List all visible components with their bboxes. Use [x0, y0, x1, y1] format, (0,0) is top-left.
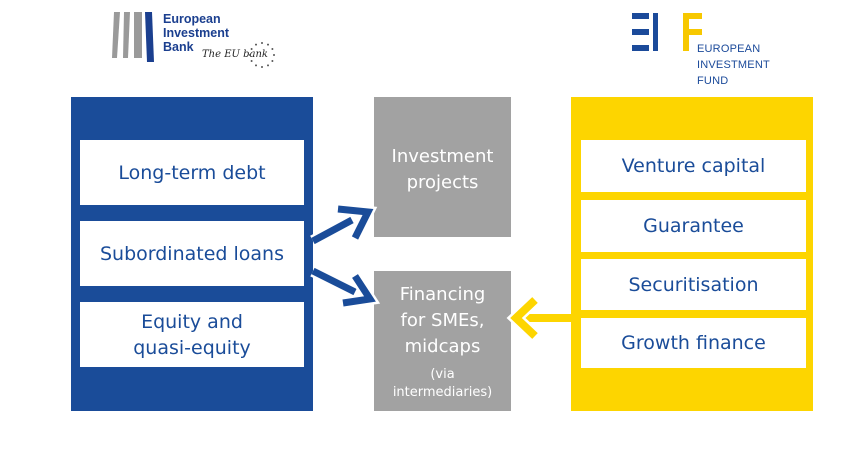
eib-product-label: quasi-equity: [133, 336, 251, 359]
arrow-to-investment-projects-icon: [310, 203, 378, 247]
eu-stars-icon: [249, 42, 275, 68]
eib-product-label: Long-term debt: [118, 161, 266, 184]
eif-product-label: Guarantee: [643, 215, 744, 237]
eib-name-line: European: [163, 12, 221, 26]
eif-name-line: EUROPEAN: [697, 43, 761, 55]
eib-logo: European Investment Bank The EU bank: [112, 10, 282, 72]
eif-name: EUROPEAN INVESTMENT FUND: [697, 41, 770, 89]
investment-projects-label: projects: [406, 172, 479, 193]
eib-products-panel: Long-term debt Subordinated loans Equity…: [71, 97, 313, 411]
sme-financing-label: Financing: [399, 284, 486, 305]
eif-name-line: FUND: [697, 75, 729, 87]
eib-product-label: Equity and: [141, 310, 243, 333]
sme-financing-note: (via: [430, 367, 455, 382]
sme-financing-label: midcaps: [404, 336, 481, 357]
eif-products-panel: Venture capital Guarantee Securitisation…: [571, 97, 813, 411]
eib-product-long-term-debt: Long-term debt: [80, 140, 304, 205]
eib-product-subordinated-loans: Subordinated loans: [80, 221, 304, 286]
eif-product-label: Growth finance: [621, 332, 766, 354]
arrow-to-sme-financing-icon: [310, 265, 381, 309]
eif-product-guarantee: Guarantee: [581, 200, 806, 252]
investment-projects-box: Investment projects: [374, 97, 511, 237]
eif-logo-mark-icon: [632, 13, 702, 51]
eif-name-line: INVESTMENT: [697, 59, 770, 71]
sme-financing-note: intermediaries): [392, 385, 493, 400]
sme-financing-box: Financing for SMEs, midcaps (via interme…: [374, 271, 511, 411]
eib-product-equity: Equity and quasi-equity: [80, 302, 304, 367]
eib-logo-bars-icon: [112, 12, 154, 62]
sme-financing-label: for SMEs,: [400, 310, 485, 331]
eib-name-line: Bank: [163, 40, 194, 54]
eif-logo: EUROPEAN INVESTMENT FUND: [632, 10, 792, 90]
eif-product-label: Venture capital: [621, 155, 766, 177]
eib-name: European Investment Bank: [163, 12, 229, 54]
eib-product-label: Subordinated loans: [99, 242, 285, 265]
eif-product-venture-capital: Venture capital: [581, 140, 806, 192]
eib-name-line: Investment: [163, 26, 229, 40]
investment-projects-label: Investment: [391, 146, 494, 167]
eif-product-growth-finance: Growth finance: [581, 318, 806, 368]
arrow-eif-to-sme-financing-icon: [506, 295, 571, 341]
eif-product-label: Securitisation: [628, 273, 759, 296]
eif-product-securitisation: Securitisation: [581, 259, 806, 310]
eib-tagline: The EU bank: [202, 49, 268, 60]
